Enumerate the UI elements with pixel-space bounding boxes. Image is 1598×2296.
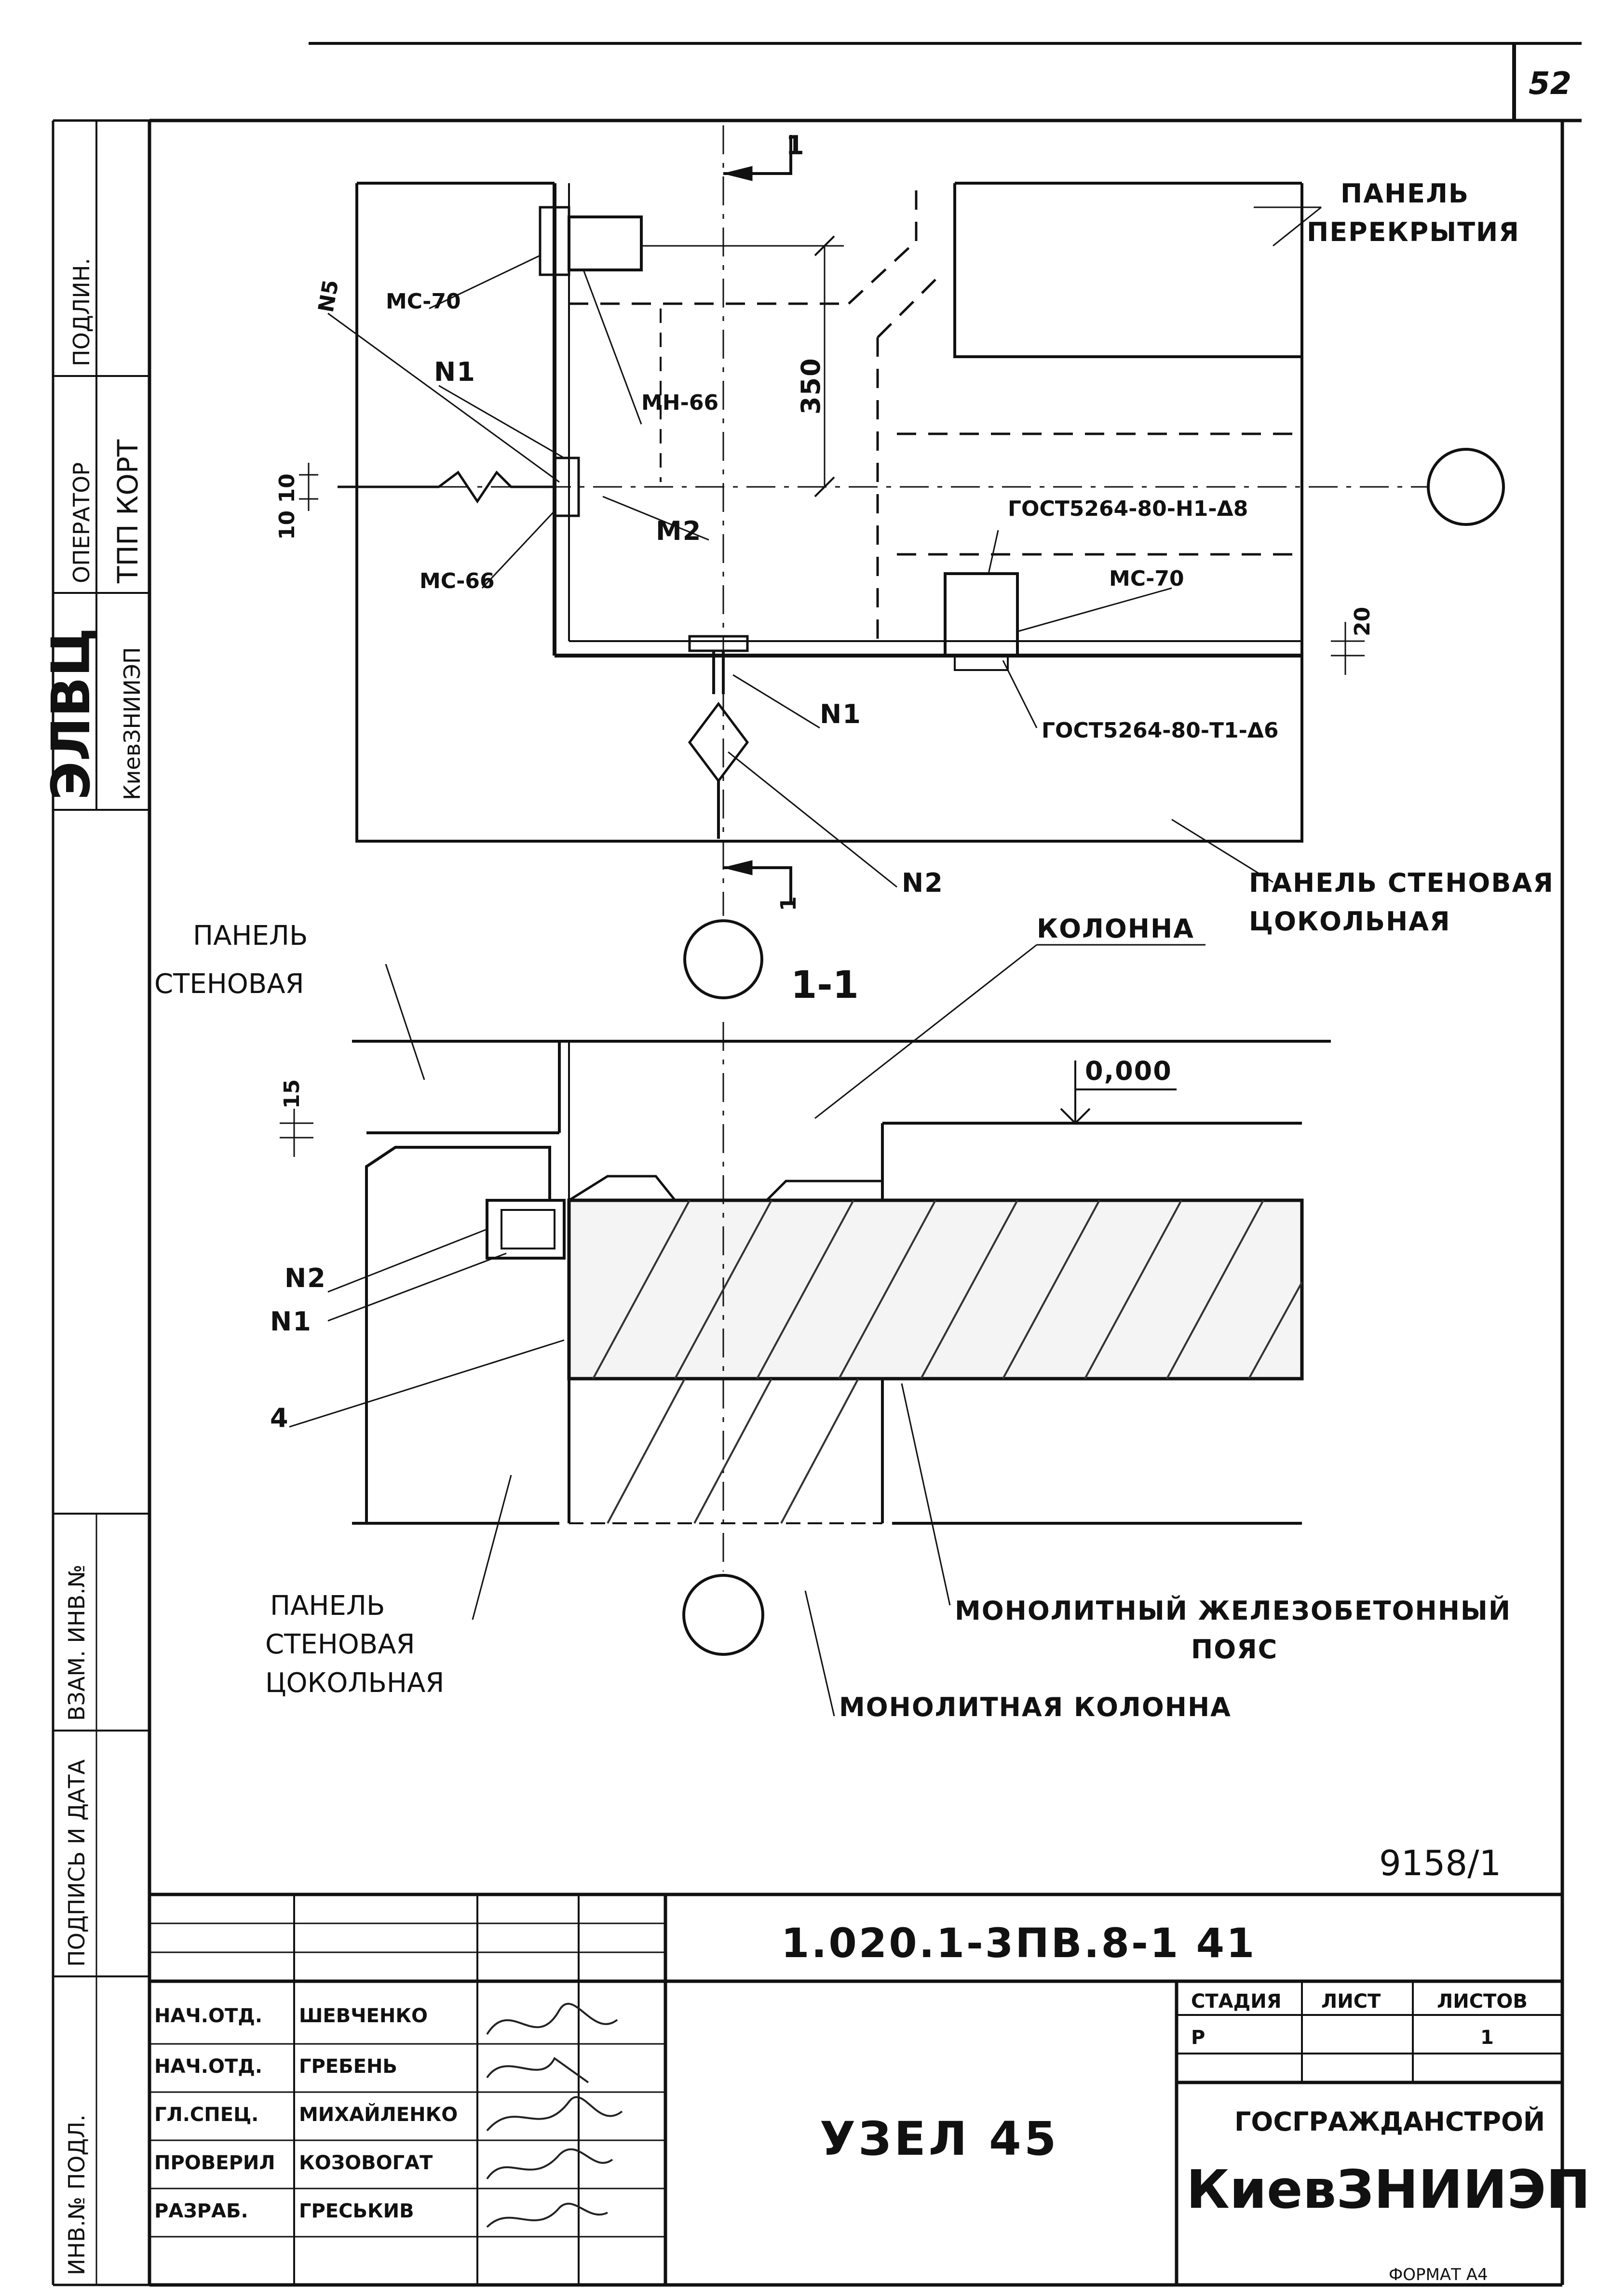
signer-role: НАЧ.ОТД. xyxy=(154,2055,262,2078)
label-belt-2: ПОЯС xyxy=(1191,1634,1278,1665)
label-panel-wall-2: СТЕНОВАЯ xyxy=(154,968,304,1000)
title-block-text: 1.020.1-3ПВ.8-1 41 УЗЕЛ 45 СТАДИЯ ЛИСТ Л… xyxy=(154,1920,1590,2222)
signer-role: ПРОВЕРИЛ xyxy=(154,2152,275,2174)
label-dim-20: 20 xyxy=(1350,607,1375,636)
label-mn66: МН-66 xyxy=(641,390,718,415)
signatures xyxy=(486,2002,623,2228)
plan-labels: ПАНЕЛЬ ПЕРЕКРЫТИЯ МС-70 МН-66 N1 М2 МС-6… xyxy=(275,130,1554,937)
label-panel-base-1: ПАНЕЛЬ xyxy=(270,1590,385,1622)
label-n2: N2 xyxy=(284,1263,326,1293)
side-inv-orig: ИНВ.№ ПОДЛ. xyxy=(64,2114,90,2275)
side-tpp: ТПП КОРТ xyxy=(111,439,144,584)
signer-role: НАЧ.ОТД. xyxy=(154,2005,262,2027)
section-mark-top: 1 xyxy=(786,130,805,161)
label-n1-bottom: N1 xyxy=(820,699,862,729)
side-original: ПОДЛИН. xyxy=(68,258,95,366)
label-panel-base-3: ЦОКОЛЬНАЯ xyxy=(265,1667,444,1699)
label-level: 0,000 xyxy=(1085,1056,1172,1086)
page-number: 52 xyxy=(1529,66,1571,102)
doc-code: 1.020.1-3ПВ.8-1 41 xyxy=(781,1920,1257,1967)
side-replace-inv: ВЗАМ. ИНВ.№ xyxy=(64,1565,90,1721)
label-panel-floor-1: ПАНЕЛЬ xyxy=(1341,178,1469,209)
section-labels: 1-1 КОЛОННА ПАНЕЛЬ СТЕНОВАЯ 0,000 15 N2 … xyxy=(154,913,1511,1722)
label-panel-wall-1: ПАНЕЛЬ xyxy=(193,920,308,952)
signer-role: РАЗРАБ. xyxy=(154,2200,248,2222)
title-block-lines xyxy=(149,1893,1562,2285)
sheets-value: 1 xyxy=(1480,2027,1494,2049)
label-dim-10-10: 10 10 xyxy=(275,473,299,540)
label-n2-bottom: N2 xyxy=(902,868,944,898)
label-panel-base-2: СТЕНОВАЯ xyxy=(265,1629,415,1660)
sheet-name: УЗЕЛ 45 xyxy=(820,2112,1059,2166)
label-m2: М2 xyxy=(656,516,702,546)
label-dim-350: 350 xyxy=(796,357,826,415)
sheet-header: ЛИСТ xyxy=(1321,1990,1381,2013)
side-org-main: ЭЛВЦ xyxy=(40,628,102,800)
section-title: 1-1 xyxy=(791,964,859,1007)
label-belt-1: МОНОЛИТНЫЙ ЖЕЛЕЗОБЕТОННЫЙ xyxy=(955,1596,1511,1626)
side-strip: ЭЛВЦ КиевЗНИИЭП ТПП КОРТ ОПЕРАТОР ПОДЛИН… xyxy=(40,258,145,2275)
label-gost-bottom: ГОСТ5264-80-Т1-Δ6 xyxy=(1042,718,1279,743)
label-4: 4 xyxy=(270,1403,289,1433)
side-sign-date: ПОДПИСЬ И ДАТА xyxy=(64,1759,90,1967)
label-n1: N1 xyxy=(270,1306,312,1337)
label-mc70-right: МС-70 xyxy=(1109,566,1184,591)
stage-header: СТАДИЯ xyxy=(1191,1990,1282,2013)
label-n5: N5 xyxy=(314,278,344,314)
org-line-1: ГОСГРАЖДАНСТРОЙ xyxy=(1234,2107,1545,2137)
archive-number: 9158/1 xyxy=(1379,1843,1501,1883)
side-operator: ОПЕРАТОР xyxy=(68,462,95,583)
signer-name: ШЕВЧЕНКО xyxy=(299,2005,428,2027)
signer-role: ГЛ.СПЕЦ. xyxy=(154,2104,258,2126)
section-view xyxy=(280,944,1331,1717)
signer-name: КОЗОВОГАТ xyxy=(299,2152,433,2174)
label-n1-top: N1 xyxy=(434,357,476,387)
label-mc66: МС-66 xyxy=(420,569,495,593)
sheet-frame xyxy=(52,42,1582,2287)
signer-name: ГРЕБЕНЬ xyxy=(299,2055,397,2078)
label-gost-top: ГОСТ5264-80-Н1-Δ8 xyxy=(1008,497,1248,521)
label-panel-wall-base-1: ПАНЕЛЬ СТЕНОВАЯ xyxy=(1249,868,1554,898)
format-label: ФОРМАТ А4 xyxy=(1389,2265,1488,2284)
plan-view xyxy=(299,125,1505,999)
belt-hatch xyxy=(592,1200,1303,1524)
sheets-header: ЛИСТОВ xyxy=(1437,1990,1528,2013)
stage-value: Р xyxy=(1191,2027,1205,2049)
side-org-sub: КиевЗНИИЭП xyxy=(119,647,145,800)
label-mc70-top: МС-70 xyxy=(386,289,461,314)
label-mono-column: МОНОЛИТНАЯ КОЛОННА xyxy=(839,1692,1232,1722)
org-line-2: КиевЗНИИЭП xyxy=(1186,2159,1590,2220)
section-mark-bottom: 1 xyxy=(776,896,801,911)
signer-name: ГРЕСЬКИВ xyxy=(299,2200,414,2222)
label-panel-wall-base-2: ЦОКОЛЬНАЯ xyxy=(1249,906,1451,937)
signer-name: МИХАЙЛЕНКО xyxy=(299,2103,458,2126)
label-panel-floor-2: ПЕРЕКРЫТИЯ xyxy=(1307,217,1520,247)
label-column: КОЛОННА xyxy=(1037,913,1194,944)
label-dim-15: 15 xyxy=(280,1079,304,1109)
